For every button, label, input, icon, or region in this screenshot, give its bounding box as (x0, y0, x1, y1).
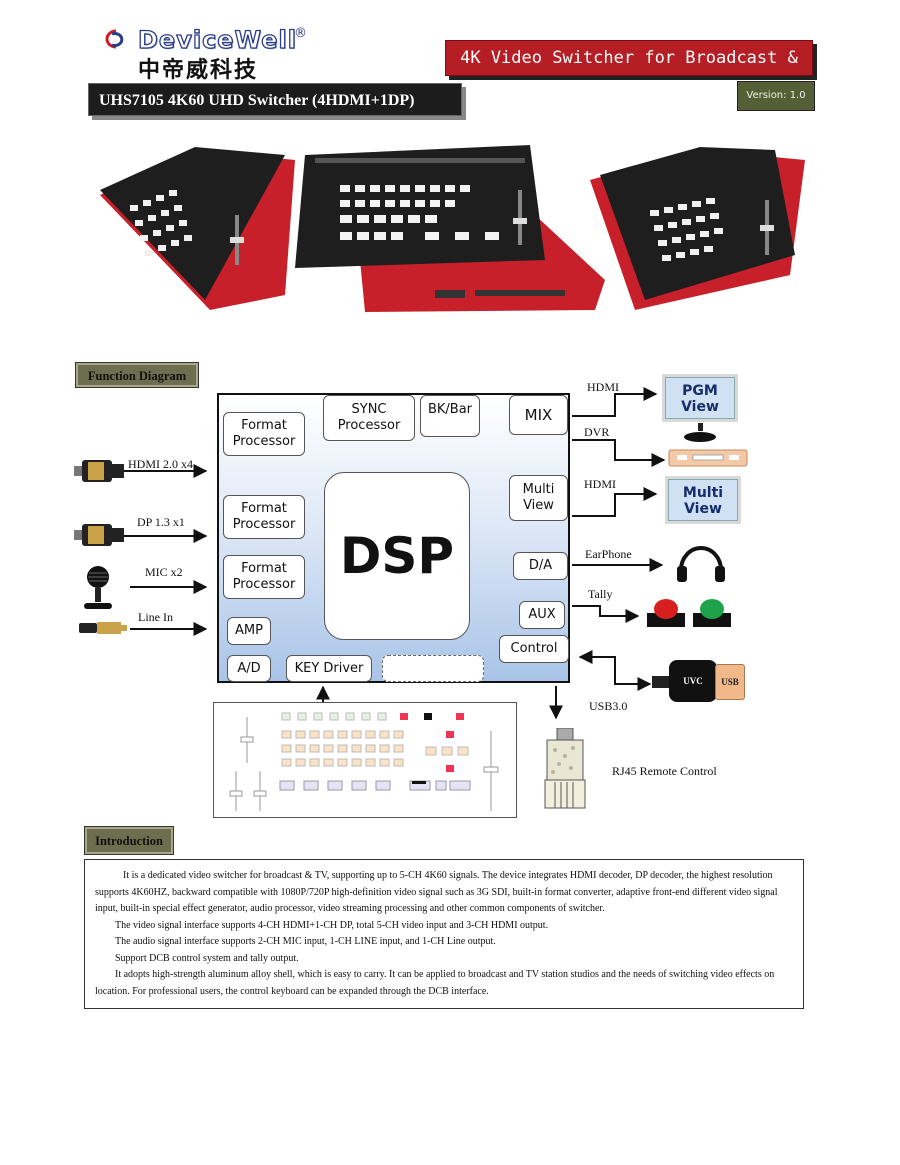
version-badge: Version: 1.0 (737, 81, 815, 111)
brand-name-chinese: 中帝威科技 (138, 58, 259, 83)
dp-input-label: DP 1.3 x1 (137, 515, 185, 529)
earphone-output-label: EarPhone (585, 547, 632, 561)
tally-lights-icon (647, 599, 731, 627)
hdmi-multiview-output-label: HDMI (584, 477, 616, 491)
intro-paragraph: Support DCB control system and tally out… (115, 952, 299, 964)
uvc-plug (652, 676, 670, 688)
mix-block: MIX (509, 395, 568, 435)
usb-plug-label: USB (715, 664, 745, 700)
introduction-text-box: It is a dedicated video switcher for bro… (84, 859, 804, 1009)
product-photo-center (295, 145, 605, 312)
dvr-device-icon (668, 449, 748, 467)
rj45-remote-label: RJ45 Remote Control (612, 764, 717, 778)
intro-paragraph: It is a dedicated video switcher for bro… (95, 870, 778, 914)
product-photo-right (590, 147, 805, 310)
brand-registered-mark: ® (294, 26, 307, 41)
introduction-heading: Introduction (84, 826, 174, 855)
microphone-icon (84, 566, 112, 609)
line-in-connector-icon (79, 622, 127, 634)
format-processor-2: Format Processor (223, 495, 305, 539)
product-title: UHS7105 4K60 UHD Switcher (4HDMI+1DP) (88, 83, 462, 116)
intro-paragraph: It adopts high-strength aluminum alloy s… (95, 969, 775, 997)
keyboard-keys-icon (229, 712, 499, 811)
function-diagram-heading: Function Diagram (75, 362, 199, 388)
headphones-icon (677, 546, 725, 582)
control-block: Control (499, 635, 569, 663)
amp-block: AMP (227, 617, 271, 645)
mic-input-label: MIC x2 (145, 565, 183, 579)
dsp-core: DSP (324, 472, 470, 640)
brand-logo-icon (105, 29, 124, 49)
hdmi-pgm-output-label: HDMI (587, 380, 619, 394)
brand-name: DeviceWell (137, 25, 297, 54)
tally-output-label: Tally (588, 587, 613, 601)
uvc-dongle: UVC (669, 660, 717, 702)
hdmi-input-label: HDMI 2.0 x4 (128, 457, 193, 471)
format-processor-1: Format Processor (223, 412, 305, 456)
key-driver-block: KEY Driver (286, 655, 372, 682)
aux-block: AUX (519, 601, 565, 629)
format-processor-3: Format Processor (223, 555, 305, 599)
multi-view-monitor: Multi View (665, 476, 741, 524)
empty-dashed-block (382, 655, 484, 682)
rj45-connector-icon (544, 728, 586, 809)
hdmi-connector-icon (74, 460, 124, 482)
intro-paragraph: The audio signal interface supports 2-CH… (115, 936, 496, 947)
product-category-banner: 4K Video Switcher for Broadcast & TV (445, 40, 813, 102)
dp-connector-icon (74, 524, 124, 546)
ad-block: A/D (227, 655, 271, 682)
dvr-output-label: DVR (584, 425, 610, 439)
da-block: D/A (513, 552, 568, 580)
pgm-view-monitor: PGM View (662, 374, 738, 422)
bk-bar-block: BK/Bar (420, 395, 480, 437)
control-keyboard-panel (213, 702, 517, 818)
multi-view-block: Multi View (509, 475, 568, 521)
line-in-label: Line In (138, 610, 173, 624)
product-photo-left (100, 147, 295, 310)
dsp-block-diagram: Format Processor SYNC Processor BK/Bar M… (217, 393, 570, 683)
monitor-stand-icon (684, 423, 716, 442)
usb-output-label: USB3.0 (589, 699, 628, 713)
sync-processor: SYNC Processor (323, 395, 415, 441)
intro-paragraph: The video signal interface supports 4-CH… (115, 919, 549, 931)
